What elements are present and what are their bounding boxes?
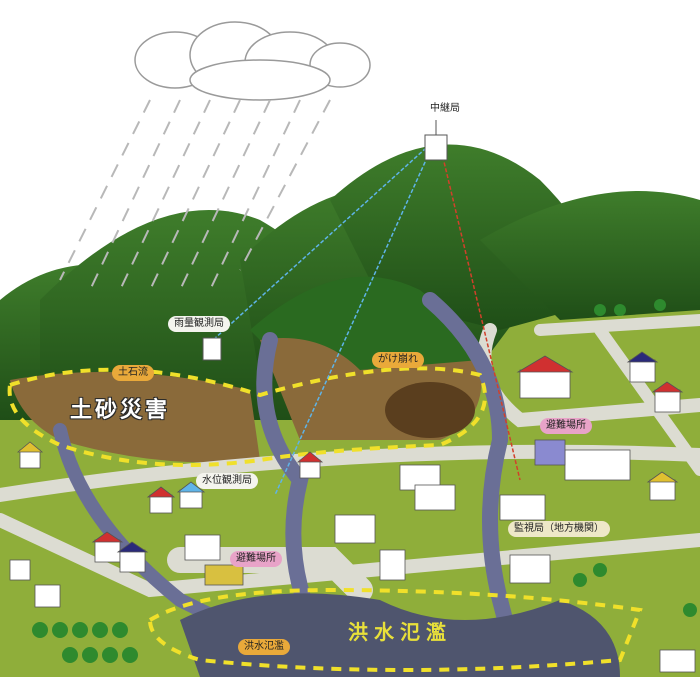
trees — [32, 299, 697, 663]
flood-label: 洪水氾濫 — [348, 620, 452, 644]
rain-gauge-building-icon — [202, 337, 222, 361]
water-level-station-label: 水位観測局 — [196, 473, 258, 489]
radio-link — [212, 139, 521, 496]
monitoring-station-label: 監視局（地方機関） — [508, 521, 610, 537]
hazard-outline — [7, 366, 643, 672]
landslide-area — [10, 338, 482, 463]
rain-gauge-station-label: 雨量観測局 — [168, 316, 230, 332]
evacuation-site-label: 避難場所 — [230, 551, 282, 567]
houses — [9, 351, 696, 673]
evacuation-site-label: 避難場所 — [540, 418, 592, 434]
relay-tower-icon — [424, 120, 448, 161]
relay-station-label: 中継局 — [430, 103, 460, 114]
debris-flow-label: 土石流 — [112, 365, 154, 381]
sediment-disaster-label: 土砂災害 — [70, 398, 171, 423]
cliff-collapse-label: がけ崩れ — [372, 352, 424, 368]
rain-icon — [59, 99, 331, 291]
flood-small-label: 洪水氾濫 — [238, 639, 290, 655]
cloud-icon — [134, 21, 371, 101]
flood-area — [180, 593, 620, 677]
